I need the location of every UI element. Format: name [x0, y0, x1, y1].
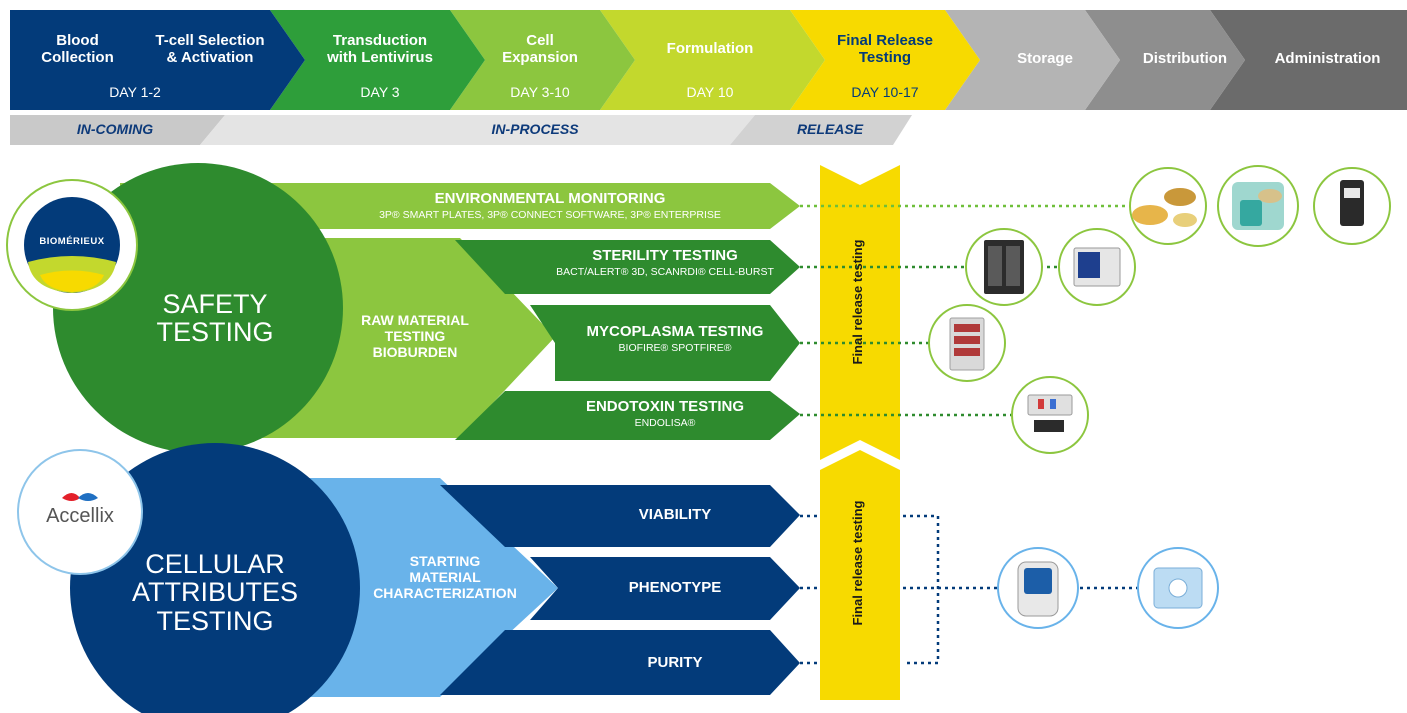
accellix-cartridge-icon — [1137, 547, 1219, 629]
stage-title-administration: Administration — [1274, 50, 1381, 67]
instrument-icons — [928, 165, 1391, 629]
petri-dish-icon — [1129, 167, 1207, 245]
sterility-subtitle: BACT/ALERT® 3D, SCANRDI® CELL-BURST — [556, 266, 774, 278]
environmental-subtitle: 3P® SMART PLATES, 3P® CONNECT SOFTWARE, … — [379, 209, 721, 221]
stage-title-final-release: Final Release Testing — [837, 32, 933, 66]
viability-arrow — [440, 485, 800, 547]
environmental-title: ENVIRONMENTAL MONITORING — [434, 190, 666, 207]
stage-day-10: DAY 10 — [686, 84, 734, 100]
sterility-arrow — [455, 240, 800, 294]
tablet-reader-icon — [1217, 165, 1299, 247]
bact-alert-instrument-icon — [965, 228, 1043, 306]
sterility-title: STERILITY TESTING — [592, 247, 738, 264]
stage-title-blood-collection: Blood Collection — [41, 32, 114, 66]
phase-incoming-band — [10, 115, 225, 145]
release-column-bottom — [820, 450, 900, 700]
process-bar — [10, 10, 1407, 110]
biofire-instrument-icon — [928, 304, 1006, 382]
connectors — [800, 204, 1138, 665]
endotoxin-title: ENDOTOXIN TESTING — [585, 398, 745, 415]
stage-transduction-arrow — [270, 10, 485, 110]
accellix-logo-ring — [17, 449, 143, 575]
accellix-logo-text: Accellix — [46, 505, 114, 527]
starting-material-label: STARTING MATERIAL CHARACTERIZATION — [373, 553, 517, 602]
phase-incoming-label: IN-COMING — [76, 121, 154, 137]
stage-final-release-arrow — [790, 10, 980, 110]
stage-cell-expansion-arrow — [450, 10, 635, 110]
stage-collection-arrow — [10, 10, 305, 110]
biomerieux-logo-text: BIOMÉRIEUX — [39, 236, 105, 247]
safety-testing-title: SAFETY TESTING — [156, 289, 274, 348]
stage-day-3-10: DAY 3-10 — [510, 84, 570, 100]
cellular-testing-title: CELLULAR ATTRIBUTES TESTING — [131, 549, 298, 636]
stage-title-transduction: Transduction with Lentivirus — [327, 32, 433, 66]
safety-section — [6, 163, 800, 453]
stage-storage-arrow — [945, 10, 1120, 110]
mycoplasma-title: MYCOPLASMA TESTING — [586, 323, 764, 340]
stage-title-tcell-selection: T-cell Selection & Activation — [155, 32, 265, 66]
stage-title-cell-expansion: Cell Expansion — [502, 32, 578, 66]
endotoxin-subtitle: ENDOLISA® — [634, 417, 696, 429]
viability-label: VIABILITY — [638, 506, 712, 523]
connector-bracket — [903, 514, 940, 665]
release-label-bottom: Final release testing — [850, 500, 865, 626]
stage-title-distribution: Distribution — [1142, 50, 1228, 67]
release-label-top: Final release testing — [850, 239, 865, 365]
cellular-section — [17, 443, 800, 713]
raw-material-label: RAW MATERIAL TESTING BIOBURDEN — [361, 312, 469, 361]
stage-title-storage: Storage — [1017, 50, 1073, 67]
phenotype-arrow — [530, 557, 800, 620]
stage-formulation-arrow — [600, 10, 825, 110]
endolisa-kit-icon — [1011, 376, 1089, 454]
release-column-top — [820, 165, 900, 460]
stage-administration-arrow — [1210, 10, 1407, 110]
phase-inprocess-label: IN-PROCESS — [491, 121, 579, 137]
biomerieux-logo-swoosh-inner — [40, 270, 104, 292]
endotoxin-arrow — [455, 391, 800, 440]
phenotype-label: PHENOTYPE — [628, 579, 722, 596]
accellix-logo-mark-blue — [78, 493, 98, 501]
phase-release-band — [730, 115, 912, 145]
accellix-logo-mark-red — [62, 493, 80, 501]
purity-arrow — [440, 630, 800, 695]
phase-release-label: RELEASE — [796, 121, 864, 137]
air-sampler-icon — [1313, 167, 1391, 245]
accellix-instrument-icon — [997, 547, 1079, 629]
stage-day-3: DAY 3 — [360, 84, 400, 100]
stage-day-10-17: DAY 10-17 — [851, 84, 919, 100]
phase-ribbon — [10, 115, 912, 145]
stage-title-formulation: Formulation — [666, 40, 754, 57]
stage-day-1-2: DAY 1-2 — [109, 84, 161, 100]
mycoplasma-subtitle: BIOFIRE® SPOTFIRE® — [618, 342, 732, 354]
phase-inprocess-band — [200, 115, 755, 145]
purity-label: PURITY — [647, 654, 703, 671]
stage-distribution-arrow — [1085, 10, 1245, 110]
mycoplasma-arrow — [530, 305, 800, 381]
scanrdi-instrument-icon — [1058, 228, 1136, 306]
